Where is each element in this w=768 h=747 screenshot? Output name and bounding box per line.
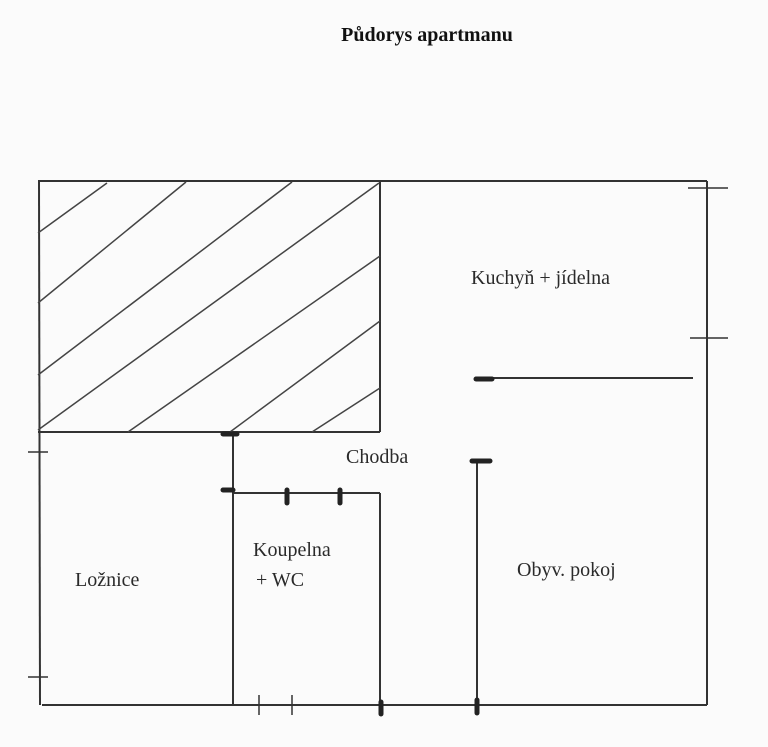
room-label-kitchen: Kuchyň + jídelna [471, 267, 611, 289]
room-label-bathroom-line2: + WC [256, 569, 305, 591]
door-marks [220, 376, 495, 717]
wall-left [38, 180, 41, 706]
room-label-bathroom-line1: Koupelna [253, 539, 331, 561]
room-label-hallway: Chodba [346, 446, 409, 468]
hatching [37, 181, 381, 433]
room-label-bedroom: Ložnice [75, 569, 140, 591]
walls [38, 180, 708, 706]
room-label-living: Obyv. pokoj [517, 559, 616, 581]
page-title: Půdorys apartmanu [341, 24, 513, 46]
window-ticks [28, 187, 728, 715]
